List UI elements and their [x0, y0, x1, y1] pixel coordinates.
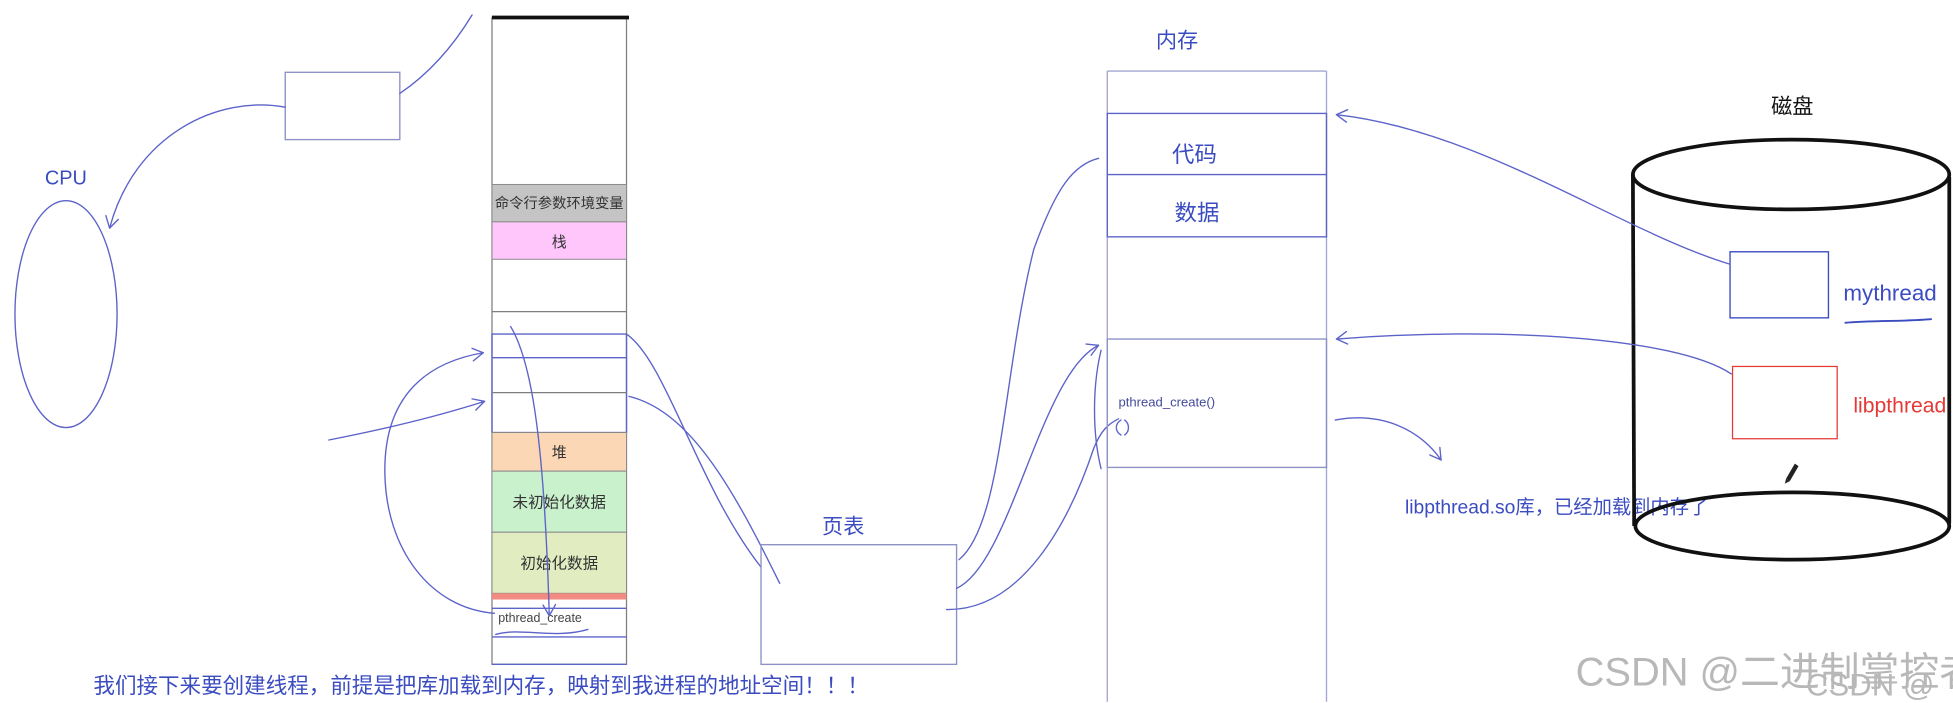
memory-label: 内存	[1156, 28, 1198, 52]
small-box-group	[105, 14, 473, 229]
curve-down-to-function	[509, 325, 550, 617]
memory-code-row-label: 代码	[1172, 142, 1217, 167]
bottom-note: 我们接下来要创建线程，前提是把库加载到内存，映射到我进程的地址空间！！！	[93, 673, 868, 698]
segment-bss	[491, 470, 628, 533]
csdn-watermark-overlap: CSDN @	[1806, 668, 1934, 703]
arrowhead-at-cpu	[105, 214, 120, 229]
memory: 内存 代码 数据 pthread_create()	[1106, 28, 1442, 702]
cpu-ellipse	[14, 199, 118, 429]
bracket-scribble	[1093, 349, 1102, 470]
pencil-icon	[1784, 463, 1799, 484]
curve-box-upward	[399, 14, 473, 95]
disk-cylinder-bottom	[1633, 490, 1952, 562]
page-table: 页表	[760, 157, 1120, 666]
disk-cylinder-left-side	[1631, 174, 1637, 527]
curve-box-to-cpu	[108, 104, 286, 229]
arrowhead	[1335, 330, 1349, 345]
parenthesis-scribble	[1115, 419, 1130, 436]
segment-heap-label: 堆	[552, 444, 567, 461]
disk-label: 磁盘	[1771, 94, 1813, 118]
file-mythread-box	[1729, 251, 1830, 319]
curve-into-mapping-region	[328, 400, 486, 441]
curve-page-table-to-library	[955, 344, 1100, 590]
segment-data	[491, 531, 628, 594]
segment-heap	[491, 432, 628, 472]
segment-stack	[491, 221, 628, 260]
arrowhead	[1429, 446, 1442, 461]
arrowhead	[542, 603, 557, 617]
page-table-label: 页表	[822, 514, 864, 538]
file-libpthread-box	[1731, 365, 1838, 440]
segment-args-env-label: 命令行参数环境变量	[495, 194, 624, 212]
address-space: 命令行参数环境变量 栈 堆 未初始化数据 初始化数据 pthread_creat…	[328, 15, 781, 666]
csdn-watermark: CSDN @二进制掌控者	[1576, 651, 1953, 695]
curve-libpthread-to-memory	[1335, 333, 1732, 375]
arrowhead	[471, 398, 486, 411]
disk: 磁盘 mythread libpthread	[1335, 94, 1952, 562]
pencil-icon-body	[1786, 463, 1799, 482]
curve-mythread-to-memory	[1335, 113, 1731, 265]
curve-page-table-to-code	[958, 157, 1100, 561]
cpu-label: CPU	[45, 167, 87, 189]
file-mythread-underline	[1844, 318, 1932, 324]
segment-code-strip	[491, 593, 627, 600]
curve-to-page-table	[628, 395, 781, 585]
arrowhead	[1085, 343, 1100, 356]
memory-function-label: pthread_create()	[1118, 394, 1215, 409]
memory-data-row-label: 数据	[1175, 201, 1220, 226]
file-mythread-label: mythread	[1843, 280, 1936, 305]
page-table-box	[760, 544, 958, 666]
curve-page-table-to-function	[945, 418, 1120, 611]
arrowhead	[471, 347, 484, 362]
underline-scribble	[495, 628, 589, 636]
segment-bss-label: 未初始化数据	[513, 493, 606, 511]
pencil-icon-tip	[1784, 478, 1790, 484]
file-libpthread-label: libpthread	[1853, 395, 1946, 418]
segment-stack-label: 栈	[552, 234, 567, 251]
curve-memory-to-note	[1334, 417, 1442, 461]
arrowhead	[1335, 109, 1349, 123]
address-space-function-label: pthread_create	[498, 611, 582, 625]
curve-loop-to-mapping-region	[384, 352, 496, 614]
small-box	[284, 71, 401, 141]
segment-args-env	[491, 183, 628, 223]
segment-data-label: 初始化数据	[520, 554, 598, 572]
cpu-group: CPU	[14, 167, 118, 429]
memory-library-region	[1106, 338, 1328, 469]
